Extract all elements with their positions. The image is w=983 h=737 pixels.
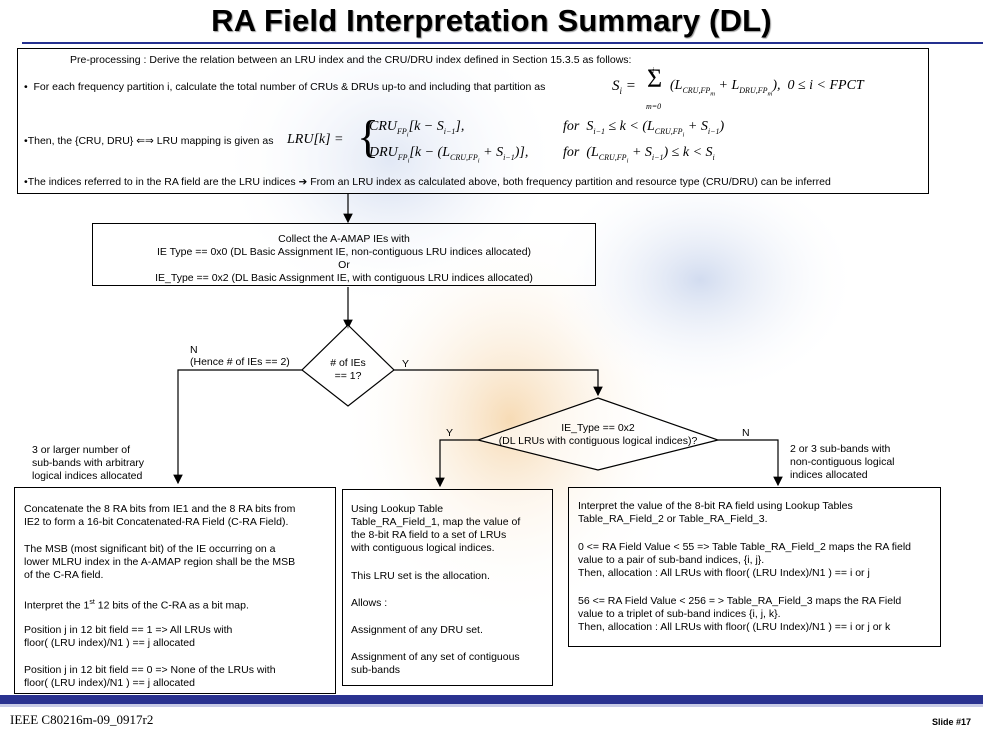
mid-p5-2: sub-bands (351, 664, 401, 676)
left-p2-3: of the C-RA field. (24, 569, 104, 581)
right-p2-1: 0 <= RA Field Value < 55 => Table Table_… (578, 541, 912, 553)
title-rule (22, 42, 983, 44)
note-right-2: non-contiguous logical (790, 456, 895, 468)
mid-p4: Assignment of any DRU set. (351, 624, 483, 636)
collect-line-2: IE Type == 0x0 (DL Basic Assignment IE, … (156, 246, 532, 258)
collect-ie-box (92, 223, 596, 286)
left-p2-1: The MSB (most significant bit) of the IE… (24, 543, 276, 555)
mid-p1-1: Using Lookup Table (351, 503, 444, 515)
collect-line-1: Collect the A-AMAP IEs with (278, 233, 410, 245)
double-arrow-icon: ⇐⇒ (136, 135, 154, 147)
left-p5-2: floor( (LRU index)/N1 ) == j allocated (24, 677, 195, 689)
collect-line-3: Or (338, 259, 350, 271)
note-left-2: sub-bands with arbitrary (32, 457, 145, 469)
mid-p5-1: Assignment of any set of contiguous (351, 651, 520, 663)
mid-p1-3: the 8-bit RA field to a set of LRUs (351, 529, 507, 541)
left-p1-2: IE2 to form a 16-bit Concatenated-RA Fie… (24, 516, 289, 528)
bullet-partition-total: • For each frequency partition i, calcul… (24, 81, 546, 93)
left-p4-1: Position j in 12 bit field == 1 => All L… (24, 624, 233, 636)
mid-p3: Allows : (351, 597, 388, 609)
decision1-text-2: == 1? (334, 370, 362, 382)
decision-ie-type (475, 397, 721, 471)
decision1-yes-label: Y (402, 358, 410, 370)
decision2-no-label: N (742, 427, 750, 439)
right-p2-3: Then, allocation : All LRUs with floor( … (578, 567, 870, 579)
mid-p1-4: with contiguous logical indices. (351, 542, 495, 554)
decision2-yes-label: Y (446, 427, 454, 439)
slide-number: Slide #17 (931, 717, 971, 727)
footer-bar (0, 695, 983, 704)
right-p3-3: Then, allocation : All LRUs with floor( … (578, 621, 891, 633)
left-p1-1: Concatenate the 8 RA bits from IE1 and t… (24, 503, 296, 515)
mid-p2: This LRU set is the allocation. (351, 570, 490, 582)
note-left-3: logical indices allocated (32, 470, 143, 482)
decision1-text-1: # of IEs (330, 357, 366, 369)
right-p1-1: Interpret the value of the 8-bit RA fiel… (578, 500, 853, 512)
note-left-1: 3 or larger number of (32, 444, 131, 456)
decision1-no-note: (Hence # of IEs == 2) (190, 356, 290, 368)
mid-p1-2: Table_RA_Field_1, map the value of (351, 516, 521, 528)
right-arrow-icon: ➔ (298, 176, 308, 188)
note-right-1: 2 or 3 sub-bands with (790, 443, 891, 455)
right-p3-1: 56 <= RA Field Value < 256 = > Table_RA_… (578, 595, 902, 607)
concatenate-box (14, 487, 336, 694)
left-p2-2: lower MLRU index in the A-AMAP region sh… (24, 556, 296, 568)
right-p2-2: value to a pair of sub-band indices, {i,… (578, 554, 765, 566)
left-p4-2: floor( (LRU index)/N1 ) == j allocated (24, 637, 195, 649)
bullet-ra-indices: •The indices referred to in the RA field… (24, 176, 831, 188)
footer-bar-light (0, 704, 983, 707)
decision2-text-2: (DL LRUs with contiguous logical indices… (498, 435, 698, 447)
note-right-3: indices allocated (790, 469, 868, 481)
bullet-mapping: •Then, the {CRU, DRU} ⇐⇒ LRU mapping is … (24, 135, 274, 147)
decision1-no-label: N (190, 344, 198, 356)
document-id: IEEE C80216m-09_0917r2 (10, 712, 154, 727)
left-p3: Interpret the 1st 12 bits of the C-RA as… (24, 599, 249, 612)
decision-ie-count (301, 324, 395, 407)
decision2-text-1: IE_Type == 0x2 (561, 422, 635, 434)
lookup-table-2-3-box (568, 487, 941, 647)
lookup-table-1-box (342, 489, 553, 686)
page-title: RA Field Interpretation Summary (DL) (211, 3, 772, 38)
formula-lru: LRU[k] = { CRUFPi[k − Si−1], DRUFPi[k − … (287, 111, 725, 165)
right-p1-2: Table_RA_Field_2 or Table_RA_Field_3. (578, 513, 768, 525)
right-p3-2: value to a triplet of sub-band indices {… (578, 608, 781, 620)
left-p5-1: Position j in 12 bit field == 0 => None … (24, 664, 276, 676)
preprocessing-box (17, 48, 929, 194)
collect-line-4: IE_Type == 0x2 (DL Basic Assignment IE, … (155, 272, 533, 284)
preprocessing-heading: Pre-processing : Derive the relation bet… (70, 54, 632, 66)
